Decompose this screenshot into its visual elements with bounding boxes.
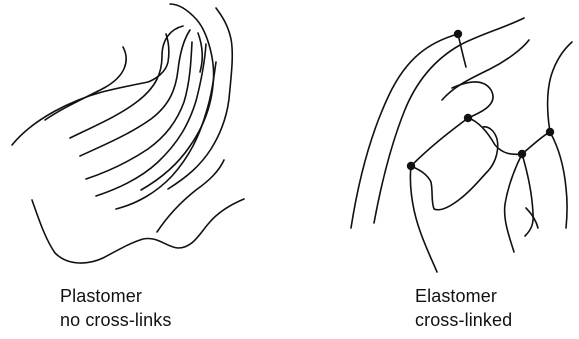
elastomer-chain [468, 118, 522, 154]
plastomer-chain [70, 26, 183, 138]
elastomer-chain [550, 132, 567, 228]
elastomer-network-group [351, 18, 572, 272]
plastomer-title: Plastomer [60, 284, 171, 308]
crosslink-dot [464, 114, 472, 122]
plastomer-chain [86, 42, 192, 179]
elastomer-chain [410, 166, 437, 272]
plastomer-chain [141, 4, 214, 190]
elastomer-chain [411, 127, 498, 210]
crosslink-dot [407, 162, 415, 170]
elastomer-chain [505, 154, 522, 252]
elastomer-chain [548, 42, 573, 132]
elastomer-chain [458, 34, 466, 67]
elastomer-chain [442, 40, 529, 100]
elastomer-chain [522, 132, 550, 154]
elastomer-subtitle: cross-linked [415, 308, 512, 332]
elastomer-title: Elastomer [415, 284, 512, 308]
plastomer-chain-group [12, 4, 244, 263]
plastomer-chain [32, 199, 244, 263]
elastomer-chain [374, 18, 524, 223]
crosslink-dot [454, 30, 462, 38]
elastomer-chain [411, 118, 468, 166]
crosslink-dot [546, 128, 554, 136]
plastomer-subtitle: no cross-links [60, 308, 171, 332]
crosslink-dot [518, 150, 526, 158]
plastomer-caption: Plastomer no cross-links [60, 284, 171, 332]
elastomer-caption: Elastomer cross-linked [415, 284, 512, 332]
plastomer-chain [198, 33, 202, 72]
elastomer-chain [351, 34, 458, 228]
elastomer-chain [452, 82, 493, 118]
elastomer-chain [522, 154, 533, 236]
